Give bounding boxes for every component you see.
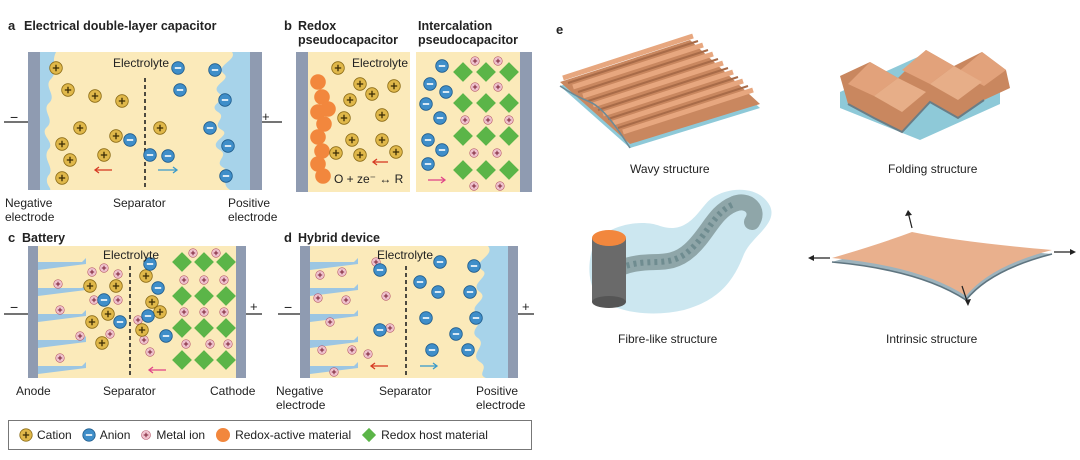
panel-a-separator-label: Separator	[113, 196, 166, 210]
panel-d-minus-terminal: −	[284, 299, 293, 315]
panel-a-positive-electrode-label: Positive electrode	[228, 196, 278, 224]
redox-active-material-icon	[216, 428, 231, 442]
wavy-structure-illustration	[559, 33, 760, 149]
legend-label-anion: Anion	[99, 428, 131, 442]
panel-d	[278, 246, 534, 378]
panel-b-letter: b	[284, 18, 292, 33]
panel-d-electrolyte-label: Electrolyte	[377, 248, 434, 262]
cation-icon	[19, 428, 33, 442]
panel-c-plus-terminal: +	[250, 299, 258, 314]
panel-e-wavy-label: Wavy structure	[630, 162, 710, 176]
anion-icon	[82, 428, 96, 442]
panel-b-electrolyte-label: Electrolyte	[352, 56, 409, 70]
panel-a-minus-terminal: −	[10, 109, 19, 125]
negative-electrode	[28, 52, 40, 190]
panel-d-negative-electrode-label: Negative electrode	[276, 384, 326, 412]
panel-a-plus-terminal: +	[262, 109, 270, 124]
legend: Cation Anion Metal ion Redox-active mate…	[8, 420, 532, 450]
panel-a-negative-electrode-label: Negative electrode	[5, 196, 55, 224]
panel-c-anode-label: Anode	[16, 384, 51, 398]
panel-a	[4, 52, 282, 190]
panel-a-letter: a	[8, 18, 16, 33]
legend-label-redox-active: Redox-active material	[235, 428, 352, 442]
panel-d-title: Hybrid device	[298, 231, 380, 245]
panel-e-intrinsic-label: Intrinsic structure	[886, 332, 978, 346]
panel-d-plus-terminal: +	[522, 299, 530, 314]
panel-e-letter: e	[556, 22, 564, 37]
panel-a-title: Electrical double-layer capacitor	[24, 19, 217, 33]
panel-c-separator-label: Separator	[103, 384, 156, 398]
panel-c-electrolyte-label: Electrolyte	[103, 248, 160, 262]
legend-item-redox-active: Redox-active material	[215, 427, 351, 443]
panel-d-separator-label: Separator	[379, 384, 432, 398]
panel-b-reaction-label: O + ze⁻ ↔ R	[334, 172, 404, 186]
panel-c-letter: c	[8, 230, 16, 245]
panel-c-cathode-label: Cathode	[210, 384, 256, 398]
panel-d-positive-electrode-label: Positive electrode	[476, 384, 526, 412]
panel-c-title: Battery	[22, 231, 66, 245]
panel-a-electrolyte-label: Electrolyte	[113, 56, 170, 70]
panel-d-letter: d	[284, 230, 292, 245]
legend-item-metal-ion: Metal ion	[140, 428, 205, 442]
panel-e-folding-label: Folding structure	[888, 162, 978, 176]
panel-e-fibre-label: Fibre-like structure	[618, 332, 718, 346]
fibre-structure-illustration	[589, 189, 772, 314]
positive-electrode	[250, 52, 262, 190]
panel-b-title-right: Intercalation pseudocapacitor	[418, 19, 519, 47]
folding-structure-illustration	[840, 50, 1010, 140]
metal-ion-icon	[141, 430, 152, 440]
panel-c	[4, 246, 262, 378]
legend-item-cation: Cation	[19, 428, 72, 442]
legend-label-metal-ion: Metal ion	[156, 428, 206, 442]
redox-host-material-icon	[362, 427, 377, 443]
legend-label-cation: Cation	[37, 428, 72, 442]
legend-label-redox-host: Redox host material	[381, 428, 488, 442]
panel-c-minus-terminal: −	[10, 299, 19, 315]
panel-e	[559, 33, 1076, 314]
intrinsic-structure-illustration	[808, 210, 1076, 306]
panel-b-title-left: Redox pseudocapacitor	[298, 19, 399, 47]
legend-item-redox-host: Redox host material	[361, 427, 488, 443]
panel-b	[296, 52, 532, 192]
legend-item-anion: Anion	[82, 428, 131, 442]
